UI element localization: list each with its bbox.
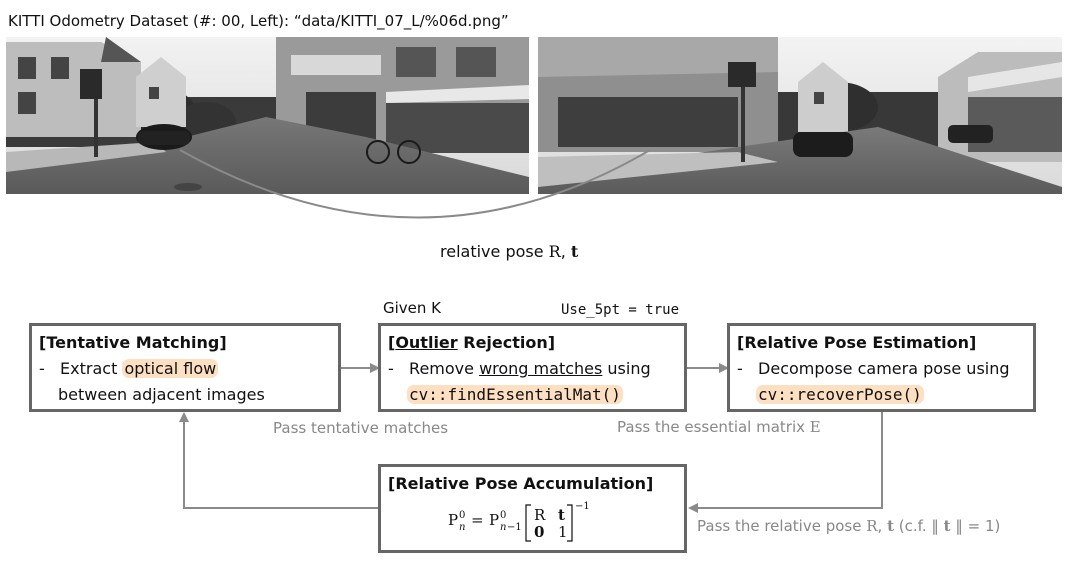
relative-pose-estimation-step: - Decompose camera pose using [737,359,1010,378]
recover-pose-func: cv::recoverPose() [756,385,924,404]
svg-text:0: 0 [500,510,506,521]
svg-text:−1: −1 [507,522,522,533]
tentative-matching-step-cont: between adjacent images [58,385,265,404]
pass-matches-label: Pass tentative matches [273,419,449,437]
svg-text:=: = [471,511,484,529]
svg-text:−1: −1 [575,501,590,512]
svg-text:1: 1 [558,523,568,541]
svg-text:t: t [558,506,565,524]
outlier-rejection-step: - Remove wrong matches using [388,359,651,378]
dataset-title: KITTI Odometry Dataset (#: 00, Left): “d… [8,12,509,30]
outlier-rejection-title: [Outlier Rejection] [388,333,556,352]
pass-relative-pose-label: Pass the relative pose R, t (c.f. ‖ t ‖ … [697,517,1001,535]
svg-text:n: n [459,522,465,533]
tentative-matching-box: [Tentative Matching] - Extract optical f… [29,323,341,412]
arrow-pose-to-accumulation [688,412,883,513]
pose-accumulation-formula: P 0 n = P 0 n −1 R t 0 1 −1 [448,501,590,542]
relative-pose-accumulation-box: [Relative Pose Accumulation] P 0 n = P 0… [378,464,687,553]
svg-text:0: 0 [459,510,465,521]
arrow-accumulation-to-matching [179,412,378,509]
tentative-matching-step: - Extract optical flow [39,359,219,378]
svg-text:n: n [500,522,506,533]
tentative-matching-title: [Tentative Matching] [39,333,227,352]
svg-text:R: R [534,506,546,524]
optical-flow-highlight: optical flow [122,359,219,378]
relative-pose-arc [179,149,651,219]
right-frame-image [538,37,1062,194]
relative-pose-accumulation-title: [Relative Pose Accumulation] [388,474,654,493]
svg-text:P: P [489,511,499,529]
svg-text:0: 0 [534,523,544,541]
find-essential-mat-func: cv::findEssentialMat() [407,385,623,404]
pass-essential-label: Pass the essential matrix E [617,418,821,436]
given-k-note: Given K [383,299,442,317]
relative-pose-estimation-box: [Relative Pose Estimation] - Decompose c… [727,323,1036,412]
relative-pose-estimation-title: [Relative Pose Estimation] [737,333,977,352]
svg-text:P: P [448,511,458,529]
relative-pose-caption: relative pose R, t [440,242,579,261]
outlier-rejection-box: [Outlier Rejection] - Remove wrong match… [378,323,687,412]
use5pt-note: Use_5pt = true [561,302,680,318]
left-frame-image [6,37,529,194]
